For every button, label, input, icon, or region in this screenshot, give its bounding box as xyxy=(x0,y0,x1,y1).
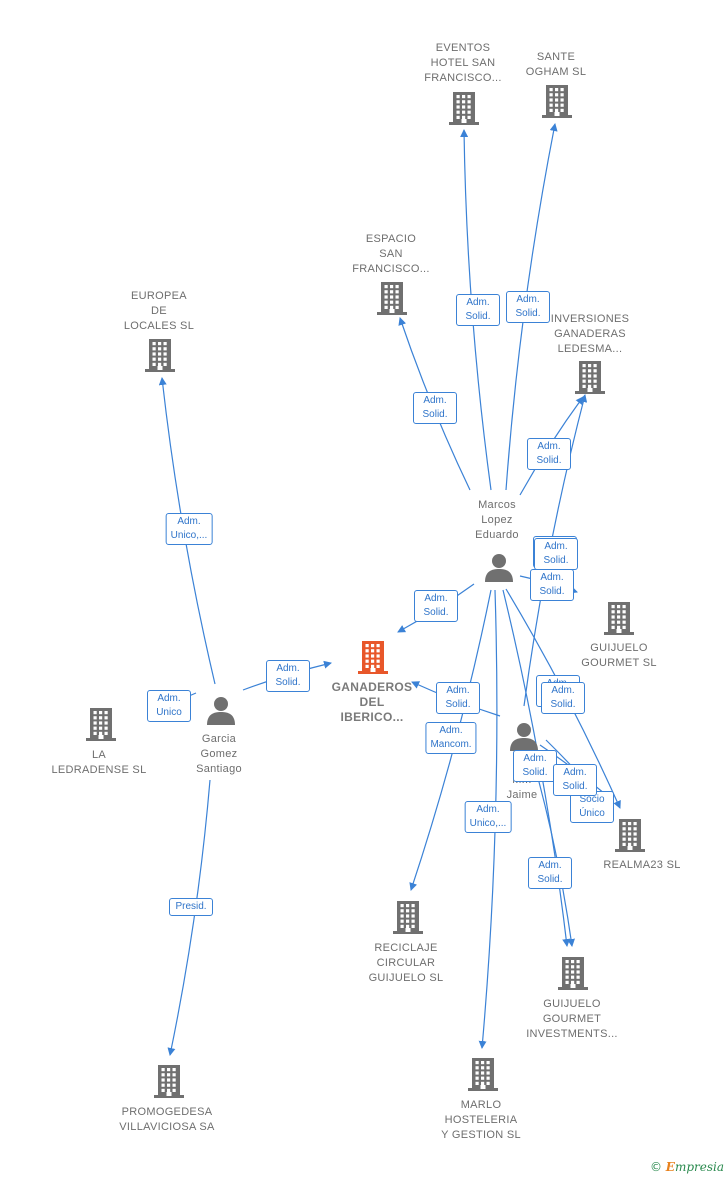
node-eventos[interactable]: EVENTOS HOTEL SAN FRANCISCO... xyxy=(398,41,528,86)
edge-label-marcos-to-marlo[interactable]: Adm. Unico,... xyxy=(464,801,512,833)
node-label-guijuelo_gourmet: GUIJUELO GOURMET SL xyxy=(581,642,657,669)
node-label-espacio: ESPACIO SAN FRANCISCO... xyxy=(352,233,430,275)
node-label-inversiones: INVERSIONES GANADERAS LEDESMA... xyxy=(550,313,630,355)
node-label-marcos: Marcos Lopez Eduardo xyxy=(475,499,519,541)
node-garcia[interactable]: Garcia Gomez Santiago xyxy=(154,732,284,777)
node-europea[interactable]: EUROPEA DE LOCALES SL xyxy=(94,289,224,334)
node-inversiones[interactable]: INVERSIONES GANADERAS LEDESMA... xyxy=(525,312,655,357)
edge-label-overlap-0[interactable]: Adm. Solid. xyxy=(553,764,597,796)
node-label-marlo: MARLO HOSTELERIA Y GESTION SL xyxy=(441,1099,521,1141)
edge-garcia-to-promogedesa xyxy=(167,779,211,1056)
brand-initial: E xyxy=(665,1160,675,1174)
building-icon[interactable] xyxy=(358,640,388,679)
building-icon[interactable] xyxy=(604,601,634,640)
node-promogedesa[interactable]: PROMOGEDESA VILLAVICIOSA SA xyxy=(102,1105,232,1135)
node-reciclaje[interactable]: RECICLAJE CIRCULAR GUIJUELO SL xyxy=(341,941,471,986)
edge-label-marcos-to-espacio[interactable]: Adm. Solid. xyxy=(413,392,457,424)
node-realma[interactable]: REALMA23 SL xyxy=(577,858,707,873)
edge-label-jaime-to-ganaderos[interactable]: Adm. Solid. xyxy=(436,682,480,714)
node-marcos[interactable]: Marcos Lopez Eduardo xyxy=(432,498,562,543)
edge-label-marcos-to-gg_invest[interactable]: Adm. Solid. xyxy=(528,857,572,889)
node-ledradense[interactable]: LA LEDRADENSE SL xyxy=(34,748,164,778)
node-label-realma: REALMA23 SL xyxy=(603,859,681,871)
edge-label-marcos-to-inversiones[interactable]: Adm. Solid. xyxy=(527,438,571,470)
edge-label-marcos-to-ganaderos[interactable]: Adm. Solid. xyxy=(414,590,458,622)
building-icon[interactable] xyxy=(468,1057,498,1096)
node-label-europea: EUROPEA DE LOCALES SL xyxy=(123,290,195,332)
node-gg_invest[interactable]: GUIJUELO GOURMET INVESTMENTS... xyxy=(507,997,637,1042)
node-label-ganaderos: GANADEROS DEL IBERICO... xyxy=(331,680,413,724)
node-label-ledradense: LA LEDRADENSE SL xyxy=(51,749,147,776)
edge-label-marcos-to-sante[interactable]: Adm. Solid. xyxy=(506,291,550,323)
edge-label-overlap-1[interactable]: Adm. Solid. xyxy=(541,682,585,714)
edge-label-garcia-to-promogedesa[interactable]: Presid. xyxy=(169,898,213,916)
building-icon[interactable] xyxy=(449,91,479,130)
edge-label-garcia-to-europea[interactable]: Adm. Unico,... xyxy=(165,513,213,545)
node-label-reciclaje: RECICLAJE CIRCULAR GUIJUELO SL xyxy=(368,942,444,984)
node-ganaderos[interactable]: GANADEROS DEL IBERICO... xyxy=(307,680,437,725)
person-icon[interactable] xyxy=(509,721,539,756)
person-icon[interactable] xyxy=(484,552,514,587)
building-icon[interactable] xyxy=(377,281,407,320)
node-sante[interactable]: SANTE OGHAM SL xyxy=(491,50,621,80)
edge-label-garcia-to-ledradense[interactable]: Adm. Unico xyxy=(147,690,191,722)
copyright-symbol: © xyxy=(649,1160,662,1174)
node-guijuelo_gourmet[interactable]: GUIJUELO GOURMET SL xyxy=(554,641,684,671)
edge-label-marcos-to-guijuelo_gourmet[interactable]: Adm. Solid. xyxy=(530,569,574,601)
node-label-sante: SANTE OGHAM SL xyxy=(525,51,587,78)
node-espacio[interactable]: ESPACIO SAN FRANCISCO... xyxy=(326,232,456,277)
building-icon[interactable] xyxy=(575,360,605,399)
edge-label-marcos-to-eventos[interactable]: Adm. Solid. xyxy=(456,294,500,326)
building-icon[interactable] xyxy=(615,818,645,857)
edge-label-jaime-to-inversiones[interactable]: Adm. Solid. xyxy=(534,538,578,570)
edge-label-jaime-to-gg_invest[interactable]: Adm. Solid. xyxy=(513,750,557,782)
node-label-gg_invest: GUIJUELO GOURMET INVESTMENTS... xyxy=(526,998,618,1040)
node-marlo[interactable]: MARLO HOSTELERIA Y GESTION SL xyxy=(416,1098,546,1143)
empresia-watermark[interactable]: © Empresia xyxy=(650,1160,724,1174)
person-icon[interactable] xyxy=(206,695,236,730)
building-icon[interactable] xyxy=(154,1064,184,1103)
brand-rest: mpresia xyxy=(674,1160,724,1174)
edge-label-marcos-to-reciclaje[interactable]: Adm. Mancom. xyxy=(425,722,477,754)
building-icon[interactable] xyxy=(393,900,423,939)
building-icon[interactable] xyxy=(542,84,572,123)
node-label-eventos: EVENTOS HOTEL SAN FRANCISCO... xyxy=(424,42,502,84)
node-label-promogedesa: PROMOGEDESA VILLAVICIOSA SA xyxy=(119,1106,215,1133)
edge-label-garcia-to-ganaderos[interactable]: Adm. Solid. xyxy=(266,660,310,692)
building-icon[interactable] xyxy=(145,338,175,377)
node-label-garcia: Garcia Gomez Santiago xyxy=(196,733,242,775)
building-icon[interactable] xyxy=(558,956,588,995)
building-icon[interactable] xyxy=(86,707,116,746)
